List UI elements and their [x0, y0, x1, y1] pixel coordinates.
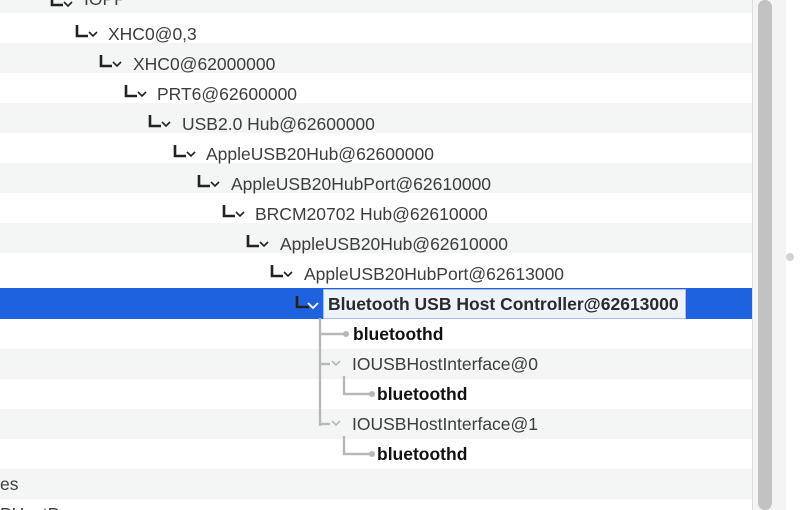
tree-row[interactable]: [0, 73, 752, 103]
tree-row[interactable]: [0, 43, 752, 73]
scrollbar-thumb[interactable]: [758, 0, 772, 510]
tree-row[interactable]: [0, 163, 752, 193]
tree-row[interactable]: [0, 103, 752, 133]
tree-node-label: IOUSBHostInterface@0: [352, 354, 539, 374]
tree-node-label: BRCM20702 Hub@62610000: [255, 204, 488, 224]
tree-row[interactable]: [0, 0, 752, 13]
tree-node-label: IOPP: [84, 0, 126, 14]
tree-row[interactable]: [0, 379, 752, 409]
splitter-handle-icon[interactable]: [786, 253, 794, 261]
tree-node-label: bluetoothd: [377, 444, 468, 464]
tree-node-label: AppleUSB20HubPort@62613000: [304, 264, 565, 284]
tree-row[interactable]: [0, 349, 752, 379]
io-registry-tree[interactable]: IOPP XHC0@0,3 XHC0@62000000 PRT6@6260000…: [0, 0, 752, 510]
tree-node-label: XHC0@62000000: [133, 54, 276, 74]
tree-node-label: BHostP: [0, 499, 59, 510]
tree-node-label: bluetoothd: [353, 324, 444, 344]
tree-row[interactable]: [0, 223, 752, 253]
tree-node-label: AppleUSB20Hub@62610000: [280, 234, 508, 254]
tree-node-label: PRT6@62600000: [157, 84, 298, 104]
tree-node-label: IOUSBHostInterface@1: [352, 414, 539, 434]
tree-node-label: es: [0, 474, 19, 494]
tree-node-label: bluetoothd: [377, 384, 468, 404]
tree-node-label: XHC0@0,3: [108, 24, 197, 44]
tree-row[interactable]: [0, 409, 752, 439]
tree-node-label: AppleUSB20HubPort@62610000: [231, 174, 492, 194]
tree-node-label-selected: Bluetooth USB Host Controller@62613000: [323, 289, 686, 319]
tree-row[interactable]: [0, 439, 752, 469]
tree-row[interactable]: [0, 469, 752, 499]
tree-node-label: USB2.0 Hub@62600000: [182, 114, 375, 134]
tree-row[interactable]: [0, 499, 752, 510]
tree-node-label: AppleUSB20Hub@62600000: [206, 144, 434, 164]
